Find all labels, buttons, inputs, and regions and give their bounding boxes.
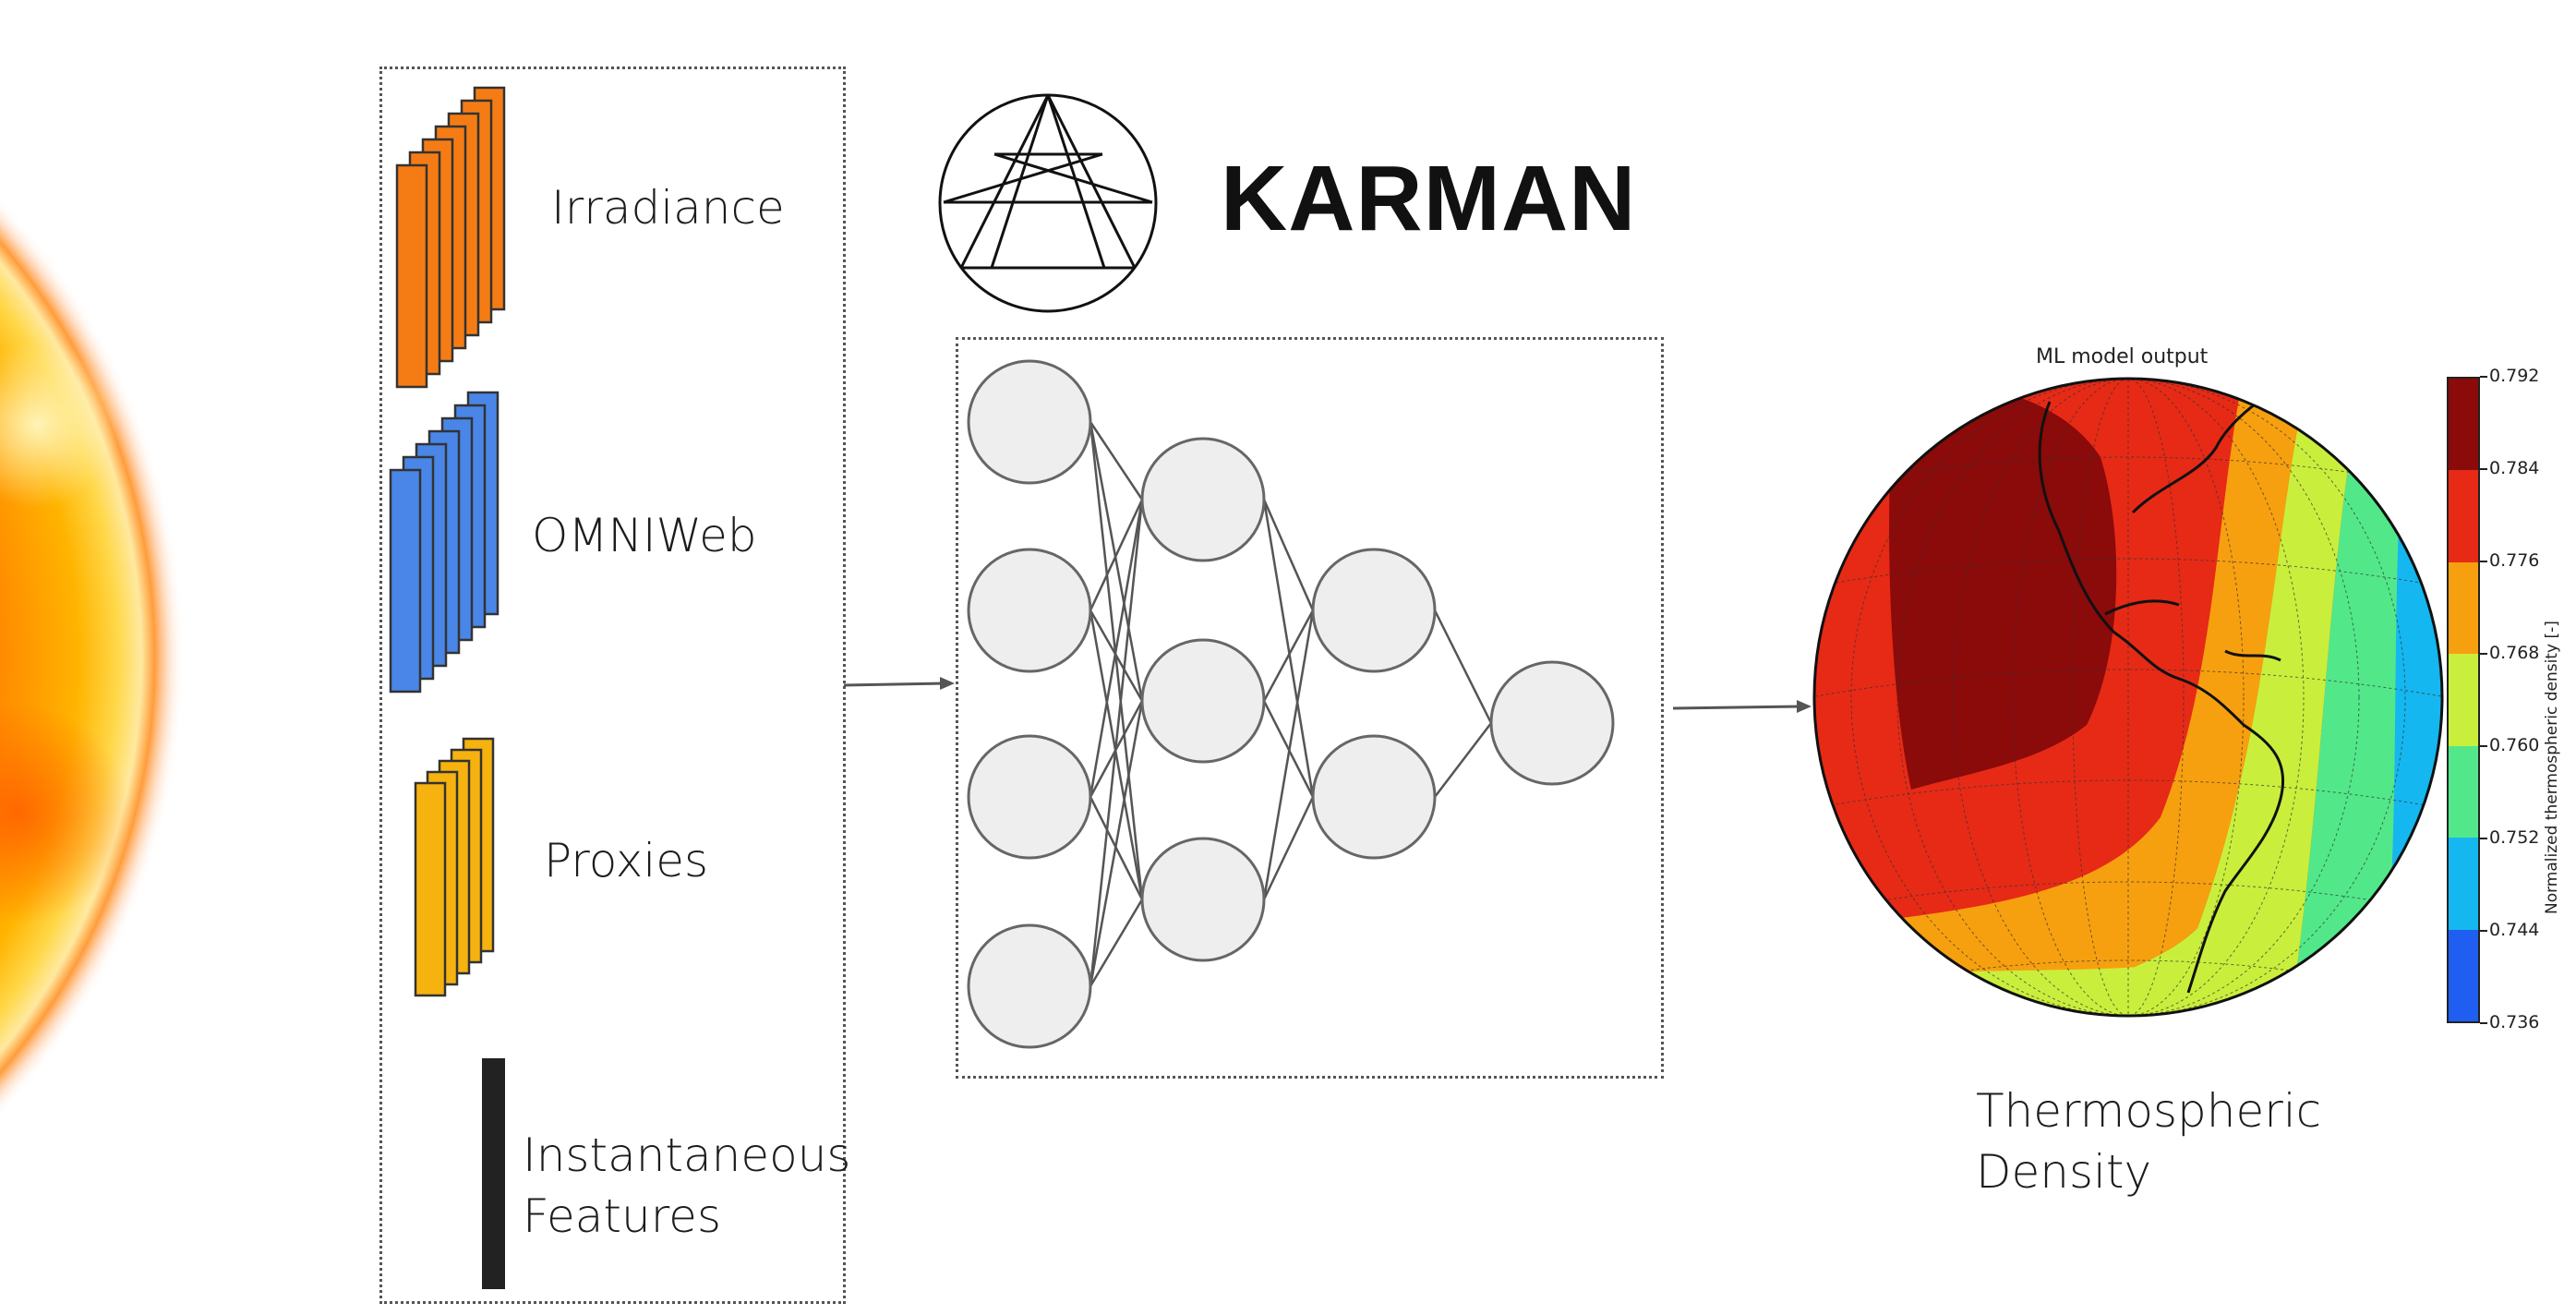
irradiance-label: Irradiance [551,181,785,235]
network-edge [1089,499,1144,798]
network-node [1140,437,1266,562]
network-edge [1434,722,1492,798]
karman-wordmark: KARMAN [1221,147,1637,250]
network-edge [1433,609,1493,724]
network-edge [1089,609,1144,702]
caption-line2: Density [1976,1145,2152,1199]
network-node [1489,660,1615,786]
colorbar-segment [2449,470,2478,563]
network-node [1311,734,1437,860]
network-to-output-arrow [1669,688,1817,725]
network-node [1311,548,1437,673]
colorbar-tick-label: 0.744 [2489,920,2540,940]
plot-title: ML model output [2036,345,2209,368]
colorbar-tick-label: 0.784 [2489,458,2540,478]
instantaneous-line1: Instantaneous [523,1128,851,1182]
network-edge [1089,421,1144,702]
colorbar-tick-mark [2480,653,2487,655]
colorbar-tick-label: 0.776 [2489,550,2540,571]
colorbar-tick-mark [2480,376,2487,378]
network-edge [1089,700,1144,987]
network-edge [1089,609,1144,900]
karman-logo-icon [934,90,1162,317]
network-edge [1089,499,1144,611]
output-caption: Thermospheric Density [1976,1080,2321,1202]
colorbar-tick-mark [2480,838,2487,839]
network-edge [1262,609,1315,900]
instantaneous-features-bar [482,1058,505,1289]
colorbar-segment [2449,379,2478,471]
colorbar-segment [2449,745,2478,838]
neural-network-diagram [956,337,1664,1079]
colorbar-tick-mark [2480,1022,2487,1024]
colorbar-tick-label: 0.792 [2489,366,2540,386]
stack-layer [389,468,422,694]
network-edge [1262,499,1315,611]
colorbar-tick-mark [2480,561,2487,562]
colorbar-tick-mark [2480,745,2487,747]
network-edge [1262,499,1315,798]
network-edge [1089,499,1144,987]
network-edge [1262,796,1315,900]
network-node [1140,837,1266,962]
stack-layer [395,163,428,389]
network-edge [1089,899,1144,987]
network-edge [1262,609,1315,702]
colorbar-tick-label: 0.736 [2489,1012,2540,1032]
neural-network-panel [956,337,1664,1079]
irradiance-stack-icon [392,83,522,462]
network-node [967,359,1092,485]
network-node [967,734,1092,860]
caption-line1: Thermospheric [1976,1084,2322,1138]
omniweb-label: OMNIWeb [532,509,757,562]
colorbar-tick-label: 0.768 [2489,643,2540,663]
thermosphere-globe [1810,374,2447,1020]
colorbar-segment [2449,929,2478,1022]
colorbar-tick-label: 0.752 [2489,827,2540,848]
colorbar-segment [2449,654,2478,747]
colorbar-tick-mark [2480,468,2487,470]
stack-layer [414,781,447,997]
network-node [967,923,1092,1049]
network-node [967,548,1092,673]
colorbar-tick-mark [2480,930,2487,932]
input-to-network-arrow [840,665,960,702]
network-edge [1089,421,1144,501]
network-edge [1089,421,1144,900]
colorbar-label: Normalized thermospheric density [-] [2543,621,2561,914]
colorbar [2447,377,2480,1023]
network-node [1140,638,1266,764]
proxies-stack-icon [411,734,522,1039]
proxies-label: Proxies [544,834,709,887]
instantaneous-features-label: Instantaneous Features [523,1125,850,1247]
omniweb-stack-icon [386,388,515,766]
colorbar-segment [2449,561,2478,655]
colorbar-segment [2449,838,2478,931]
instantaneous-line2: Features [523,1189,721,1243]
colorbar-tick-label: 0.760 [2489,735,2540,755]
sun-image [0,0,277,1315]
